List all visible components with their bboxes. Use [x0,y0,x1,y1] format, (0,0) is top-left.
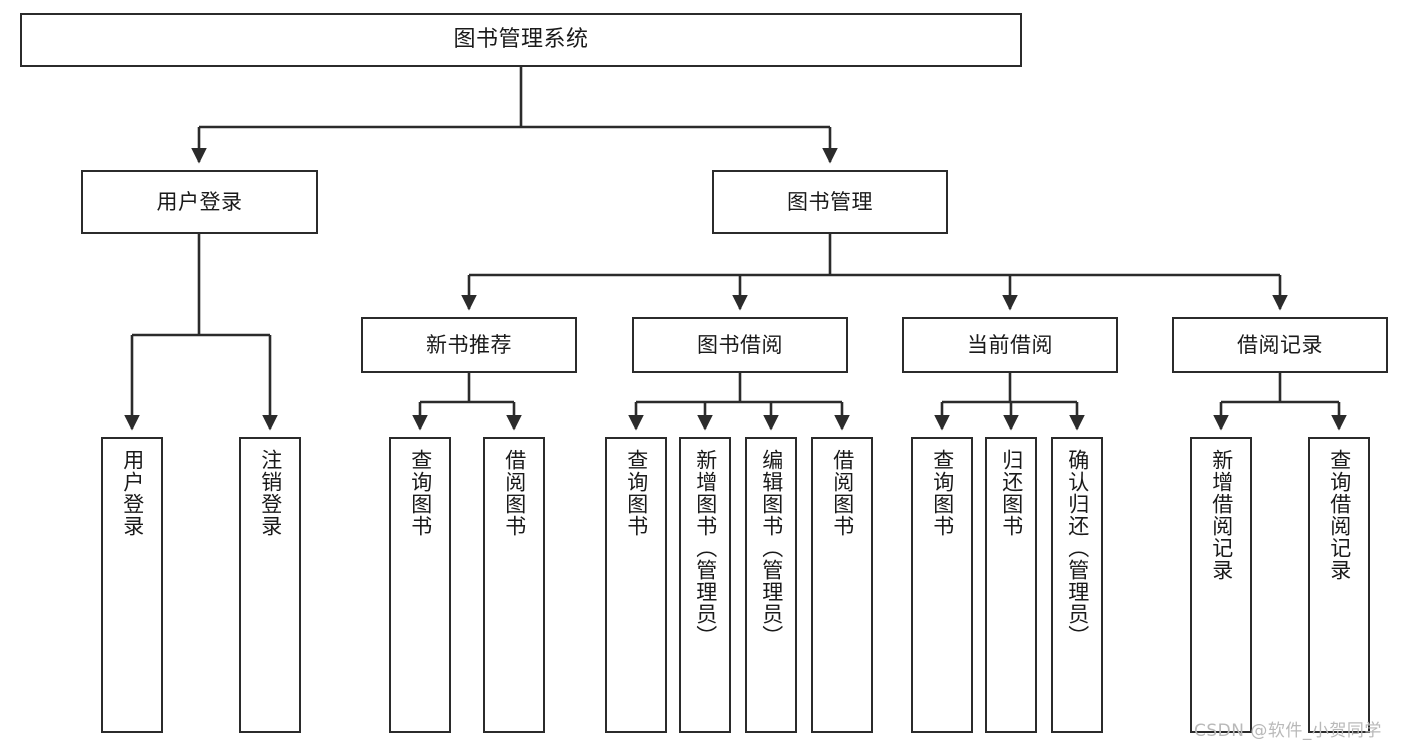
node-current-borrow-label: 当前借阅 [967,332,1053,357]
node-borrow-record-label: 借阅记录 [1237,332,1323,357]
node-new-book-rec[interactable]: 新书推荐 [361,317,577,373]
node-leaf-confirm-return-label: 确认归还（管理员） [1065,449,1090,647]
node-book-manage-label: 图书管理 [787,189,873,214]
node-leaf-query-record[interactable]: 查询借阅记录 [1308,437,1370,733]
node-book-borrow-label: 图书借阅 [697,332,783,357]
node-leaf-user-login-label: 用户登录 [120,449,145,537]
node-root-label: 图书管理系统 [453,27,589,53]
node-new-book-rec-label: 新书推荐 [426,332,512,357]
node-user-login-label: 用户登录 [156,189,243,214]
node-leaf-return-book[interactable]: 归还图书 [985,437,1037,733]
node-leaf-add-book-label: 新增图书（管理员） [693,449,718,647]
node-leaf-query-book-2-label: 查询图书 [624,449,649,537]
node-leaf-add-book[interactable]: 新增图书（管理员） [679,437,731,733]
node-leaf-return-book-label: 归还图书 [999,449,1024,537]
node-book-manage[interactable]: 图书管理 [712,170,948,234]
node-leaf-edit-book-label: 编辑图书（管理员） [759,449,784,647]
node-leaf-query-book-2[interactable]: 查询图书 [605,437,667,733]
watermark: CSDN @软件_小贺同学 [1194,721,1382,741]
node-leaf-edit-book[interactable]: 编辑图书（管理员） [745,437,797,733]
node-leaf-query-book-1[interactable]: 查询图书 [389,437,451,733]
node-leaf-query-book-1-label: 查询图书 [408,449,433,537]
node-current-borrow[interactable]: 当前借阅 [902,317,1118,373]
node-leaf-query-book-3-label: 查询图书 [930,449,955,537]
node-leaf-borrow-book-1-label: 借阅图书 [502,449,527,537]
node-user-login[interactable]: 用户登录 [81,170,318,234]
node-leaf-user-login[interactable]: 用户登录 [101,437,163,733]
node-leaf-query-record-label: 查询借阅记录 [1327,449,1352,581]
node-leaf-add-record[interactable]: 新增借阅记录 [1190,437,1252,733]
node-borrow-record[interactable]: 借阅记录 [1172,317,1388,373]
node-leaf-confirm-return[interactable]: 确认归还（管理员） [1051,437,1103,733]
node-leaf-user-logout-label: 注销登录 [258,449,283,537]
node-leaf-user-logout[interactable]: 注销登录 [239,437,301,733]
node-leaf-borrow-book-1[interactable]: 借阅图书 [483,437,545,733]
node-leaf-add-record-label: 新增借阅记录 [1209,449,1234,581]
node-root[interactable]: 图书管理系统 [20,13,1022,67]
node-leaf-query-book-3[interactable]: 查询图书 [911,437,973,733]
node-leaf-borrow-book-2-label: 借阅图书 [830,449,855,537]
node-leaf-borrow-book-2[interactable]: 借阅图书 [811,437,873,733]
node-book-borrow[interactable]: 图书借阅 [632,317,848,373]
